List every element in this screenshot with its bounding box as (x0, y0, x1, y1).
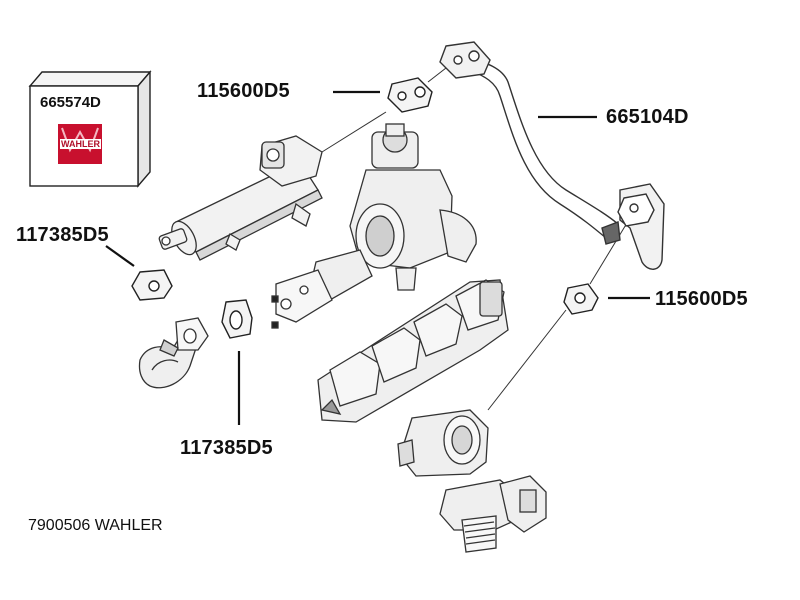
throttle-body (397, 409, 489, 477)
gasket-right (563, 283, 599, 315)
label-gasket-top: 115600D5 (197, 80, 290, 102)
label-gasket-right: 115600D5 (655, 288, 748, 310)
gasket-left (131, 269, 173, 301)
turbocharger (271, 123, 477, 329)
label-pipe: 665104D (606, 106, 689, 128)
kit-part-number: 665574D (40, 94, 101, 111)
assembly-lines (321, 67, 631, 411)
label-gasket-bottom: 117385D5 (180, 437, 273, 459)
connector-adapter (439, 475, 547, 553)
gasket-bottom (221, 299, 253, 339)
label-gasket-left: 117385D5 (16, 224, 109, 246)
wahler-logo-text: WAHLER (60, 139, 101, 149)
egr-pipe (439, 41, 665, 270)
elbow-pipe (138, 317, 209, 389)
egr-cooler (158, 135, 323, 261)
gasket-top (387, 77, 433, 113)
intake-manifold (317, 279, 509, 423)
diagram-caption: 7900506 WAHLER (28, 517, 163, 534)
leader-lines (105, 90, 650, 425)
